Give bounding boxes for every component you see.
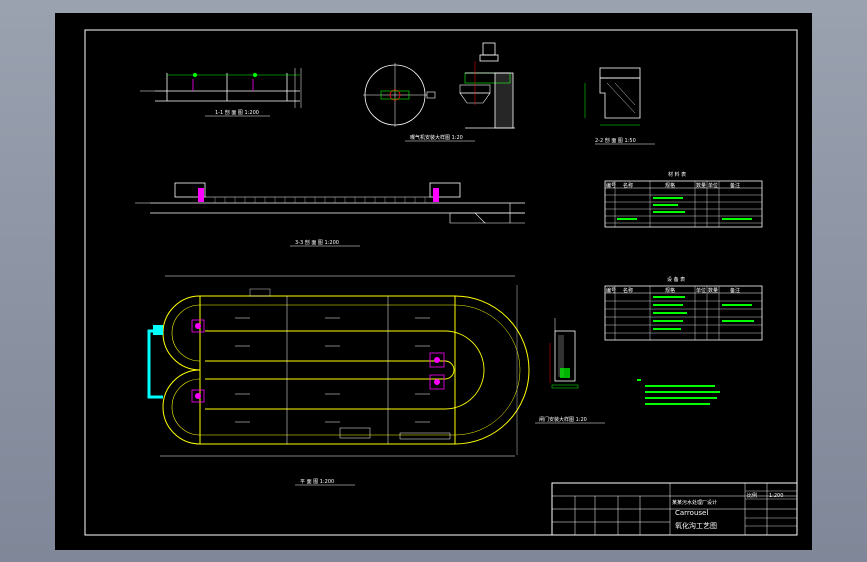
equipment-table-title: 设 备 表: [667, 276, 685, 283]
materials-col-qty: 数量: [696, 182, 706, 189]
design-notes: [637, 379, 720, 405]
section-3-3: [135, 182, 525, 247]
aerator-elevation: [459, 42, 515, 129]
equipment-col-note: 备注: [730, 287, 740, 294]
title-section-3: 3-3 剖 面 图 1:200: [295, 239, 339, 246]
materials-table-title: 材 料 表: [668, 171, 686, 178]
titleblock-project: 某某污水处理厂设计: [672, 499, 717, 506]
equipment-col-name: 名称: [623, 287, 633, 294]
section-1-1: [140, 68, 302, 117]
title-plan: 平 面 图 1:200: [300, 479, 334, 485]
drawing-canvas: 1-1 剖 面 图 1:200 曝气机安装大样图 1:20: [84, 29, 798, 536]
titleblock-scale-label: 比例: [747, 492, 757, 499]
title-aerator-detail: 曝气机安装大样图 1:20: [410, 134, 463, 141]
titleblock-name-en: Carrousel: [675, 509, 708, 517]
equipment-col-spec: 规格: [665, 287, 675, 294]
equipment-table: [604, 285, 763, 341]
aerator-detail: [363, 63, 475, 142]
drawing-sheet[interactable]: 1-1 剖 面 图 1:200 曝气机安装大样图 1:20: [55, 13, 812, 550]
materials-table: [604, 180, 763, 228]
equipment-col-unit: 单位: [696, 287, 706, 294]
materials-col-unit: 单位: [708, 182, 718, 189]
gate-detail: [535, 318, 605, 424]
materials-col-no: 编号: [606, 182, 616, 189]
inner-frame: [84, 29, 798, 536]
materials-col-name: 名称: [623, 182, 633, 189]
titleblock-name: 氧化沟工艺图: [675, 521, 717, 530]
section-2-2: [584, 67, 655, 145]
title-block: [551, 482, 798, 536]
equipment-col-no: 编号: [606, 287, 616, 294]
title-section-1: 1-1 剖 面 图 1:200: [215, 109, 259, 116]
title-gate-detail: 闸门安装大样图 1:20: [539, 416, 587, 423]
equipment-col-qty: 数量: [708, 287, 718, 294]
titleblock-scale-value: 1:200: [769, 493, 783, 499]
materials-col-spec: 规格: [665, 182, 675, 189]
materials-col-note: 备注: [730, 182, 740, 189]
title-section-2: 2-2 剖 面 图 1:50: [595, 137, 636, 144]
plan-view: [147, 275, 530, 486]
